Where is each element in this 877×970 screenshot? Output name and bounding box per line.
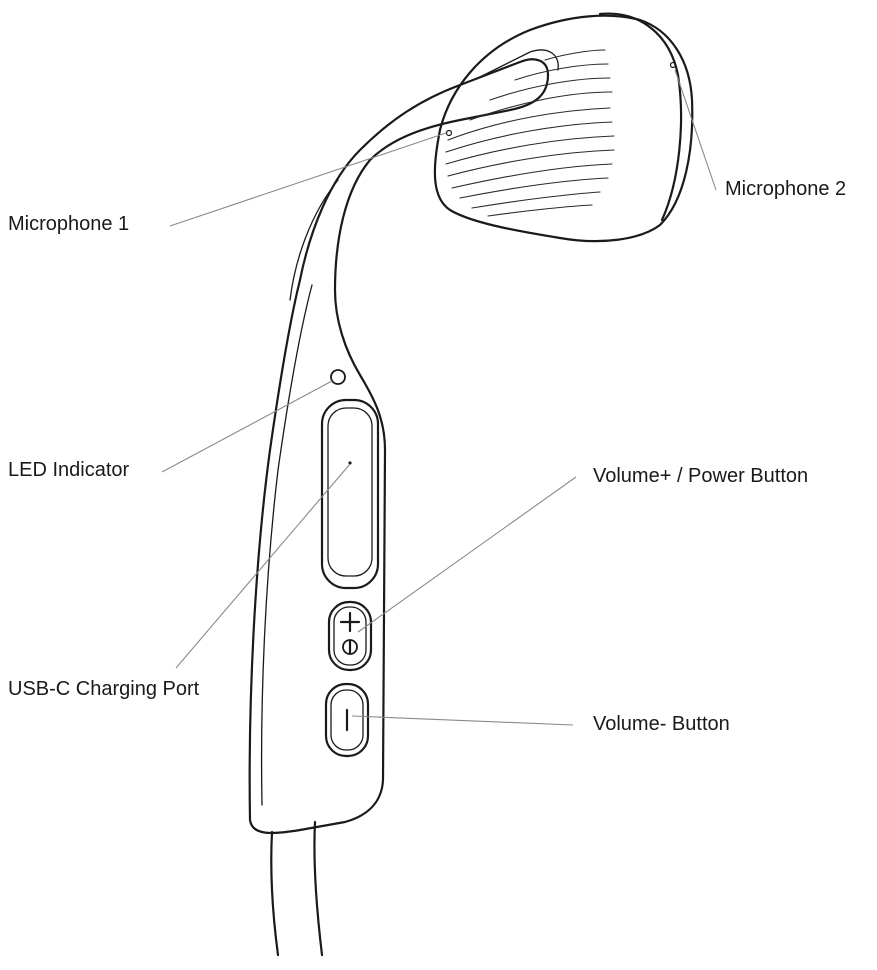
body-housing: [248, 49, 559, 835]
microphone-1-label: Microphone 1: [8, 213, 130, 235]
neckband-lower: [270, 820, 324, 957]
earpiece: [433, 12, 694, 243]
leader-volume-plus: [357, 476, 577, 633]
earpiece-grille: [445, 49, 615, 217]
leader-lines: [161, 69, 717, 726]
volume-minus-button[interactable]: [324, 682, 370, 758]
leader-volume-minus: [351, 715, 574, 726]
leader-microphone-1: [169, 132, 447, 227]
leader-usb-c-port: [175, 463, 351, 669]
usb-c-port-label: USB-C Charging Port: [8, 678, 200, 700]
microphone-1-hole: [445, 129, 453, 137]
volume-minus-label: Volume- Button: [593, 713, 730, 735]
leader-microphone-2: [674, 69, 717, 191]
microphone-2-label: Microphone 2: [725, 178, 847, 200]
led-indicator: [330, 369, 346, 385]
microphone-2-hole: [669, 61, 677, 69]
volume-plus-power-button[interactable]: [327, 600, 373, 672]
leader-led-indicator: [161, 380, 333, 473]
usb-c-port-cover: [320, 398, 380, 590]
led-indicator-label: LED Indicator: [8, 459, 130, 481]
volume-plus-power-label: Volume+ / Power Button: [593, 465, 809, 487]
